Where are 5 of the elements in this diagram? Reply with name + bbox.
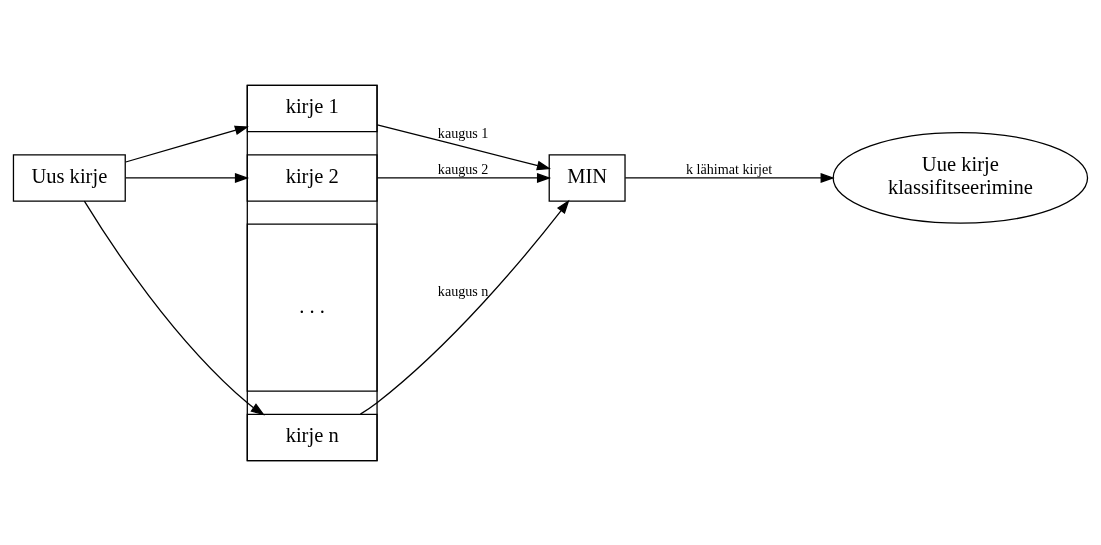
edge-label: k lähimat kirjet (685, 160, 773, 177)
edge-label: kaugus 1 (437, 124, 489, 141)
edge-label: kaugus 2 (437, 160, 489, 177)
label: . . . (299, 294, 326, 317)
edge-label: kaugus n (437, 282, 489, 299)
